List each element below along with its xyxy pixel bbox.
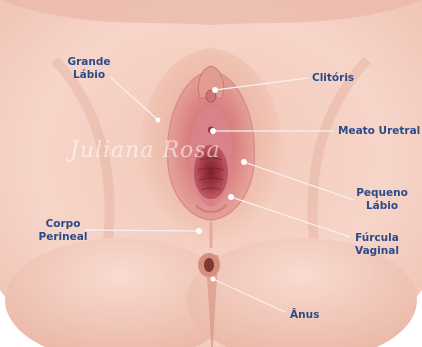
dot-grande-labio bbox=[156, 118, 161, 123]
label-corpo-perineal: Corpo Perineal bbox=[34, 218, 92, 244]
label-clitoris: Clitóris bbox=[312, 72, 354, 85]
watermark: Juliana Rosa bbox=[70, 138, 221, 163]
dot-meato-uretral bbox=[210, 128, 216, 134]
dot-anus bbox=[211, 277, 216, 282]
dot-clitoris bbox=[212, 87, 218, 93]
dot-furcula-vaginal bbox=[228, 194, 234, 200]
label-meato-uretral: Meato Uretral bbox=[338, 125, 420, 138]
dot-pequeno-labio bbox=[241, 159, 247, 165]
dot-corpo-perineal bbox=[196, 228, 202, 234]
label-furcula-vaginal: Fúrcula Vaginal bbox=[350, 232, 404, 258]
anus-inner bbox=[204, 258, 214, 272]
label-anus: Ânus bbox=[290, 309, 319, 322]
label-grande-labio: Grande Lábio bbox=[62, 56, 116, 82]
label-pequeno-labio: Pequeno Lábio bbox=[355, 187, 409, 213]
